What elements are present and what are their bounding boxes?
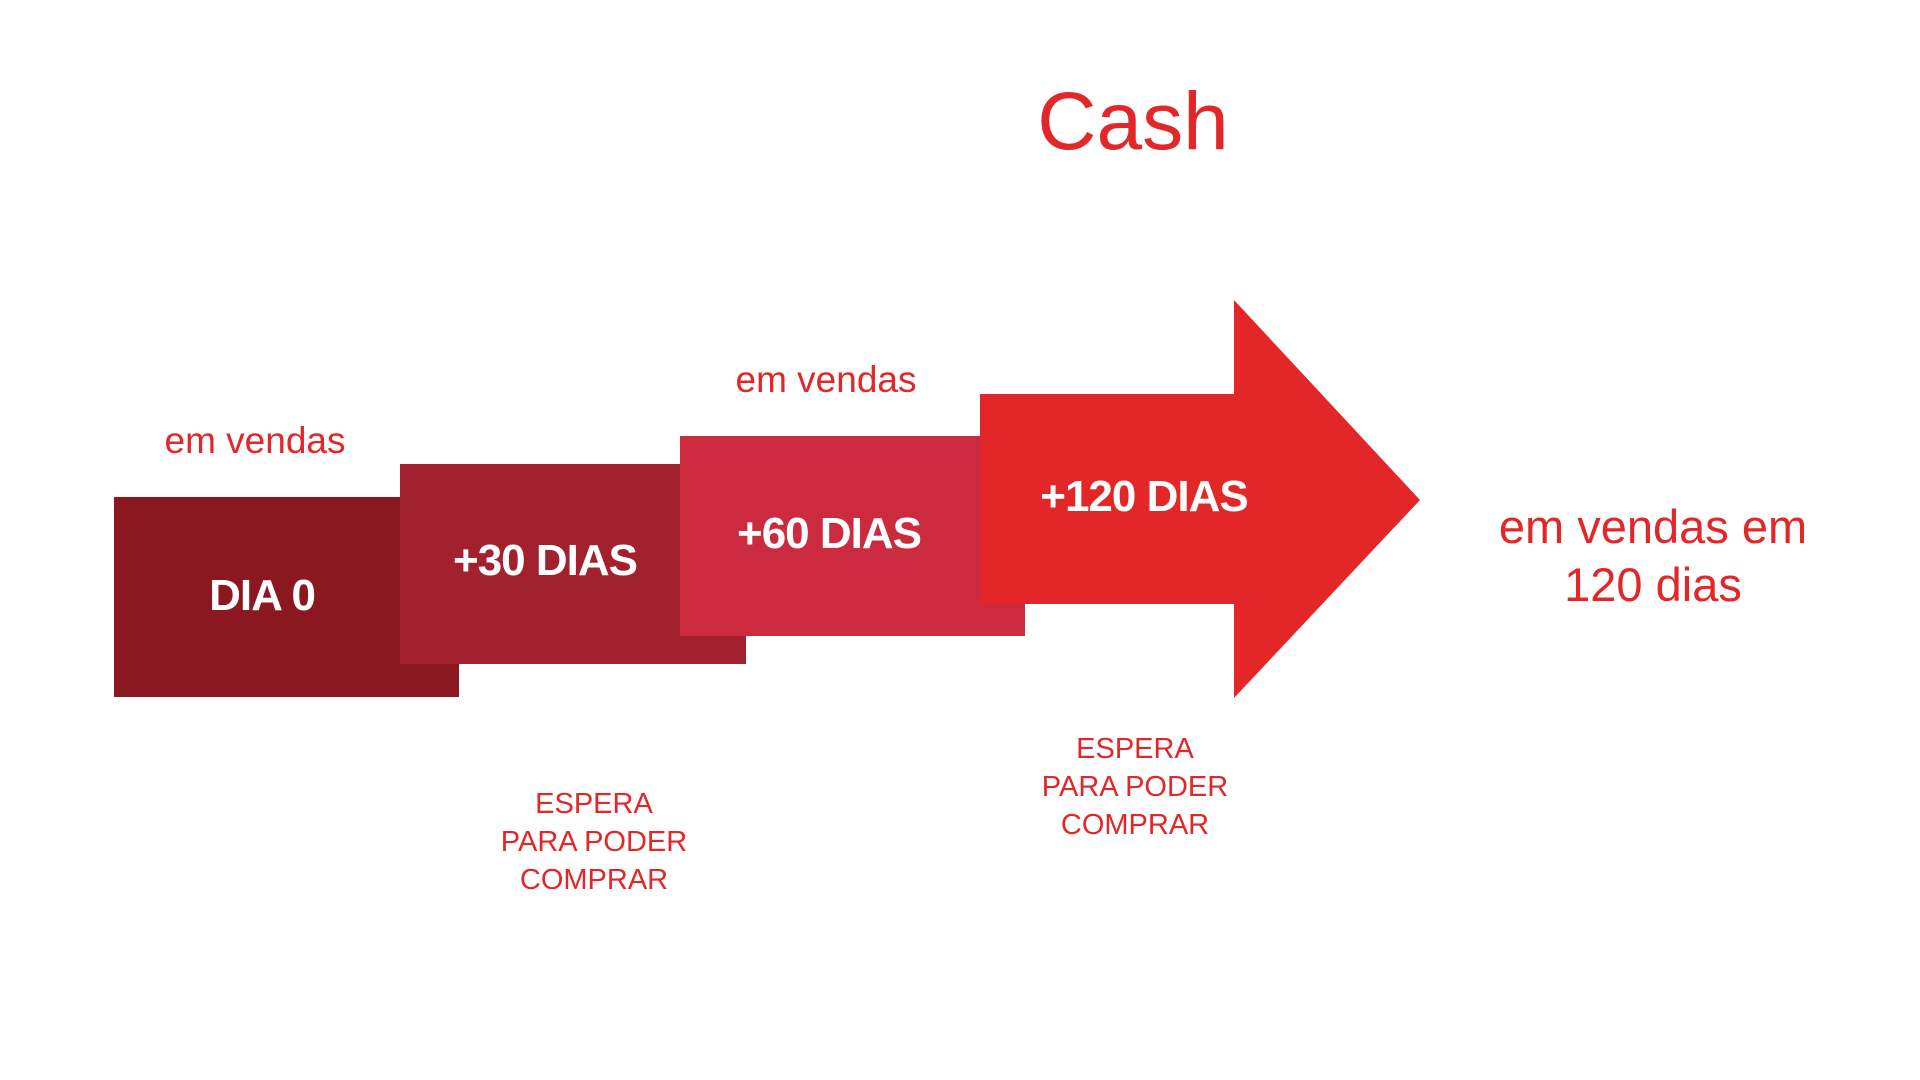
wait-line: COMPRAR [519, 864, 669, 896]
step-label: +60 DIAS [737, 509, 922, 558]
wait-annotation: ESPERA PARA PODER COMPRAR [501, 785, 687, 899]
arrow-shape [980, 300, 1420, 698]
step-label: DIA 0 [209, 571, 316, 620]
step-label: +30 DIAS [453, 536, 638, 585]
wait-line: ESPERA [1076, 733, 1194, 765]
result-line: 120 dias [1564, 558, 1742, 611]
step-60-dias [680, 436, 1025, 636]
sales-annotation: em vendas [735, 359, 917, 400]
wait-line: ESPERA [535, 788, 653, 820]
wait-line: PARA PODER [1041, 771, 1229, 803]
result-line: em vendas em [1498, 500, 1808, 553]
step-label: +120 DIAS [1040, 472, 1248, 521]
sales-annotation: em vendas [164, 420, 346, 461]
result-annotation: em vendas em 120 dias [1499, 498, 1807, 614]
wait-line: PARA PODER [500, 826, 688, 858]
wait-line: COMPRAR [1060, 809, 1210, 841]
wait-annotation: ESPERA PARA PODER COMPRAR [1042, 730, 1228, 844]
diagram-title: Cash [1037, 76, 1229, 167]
